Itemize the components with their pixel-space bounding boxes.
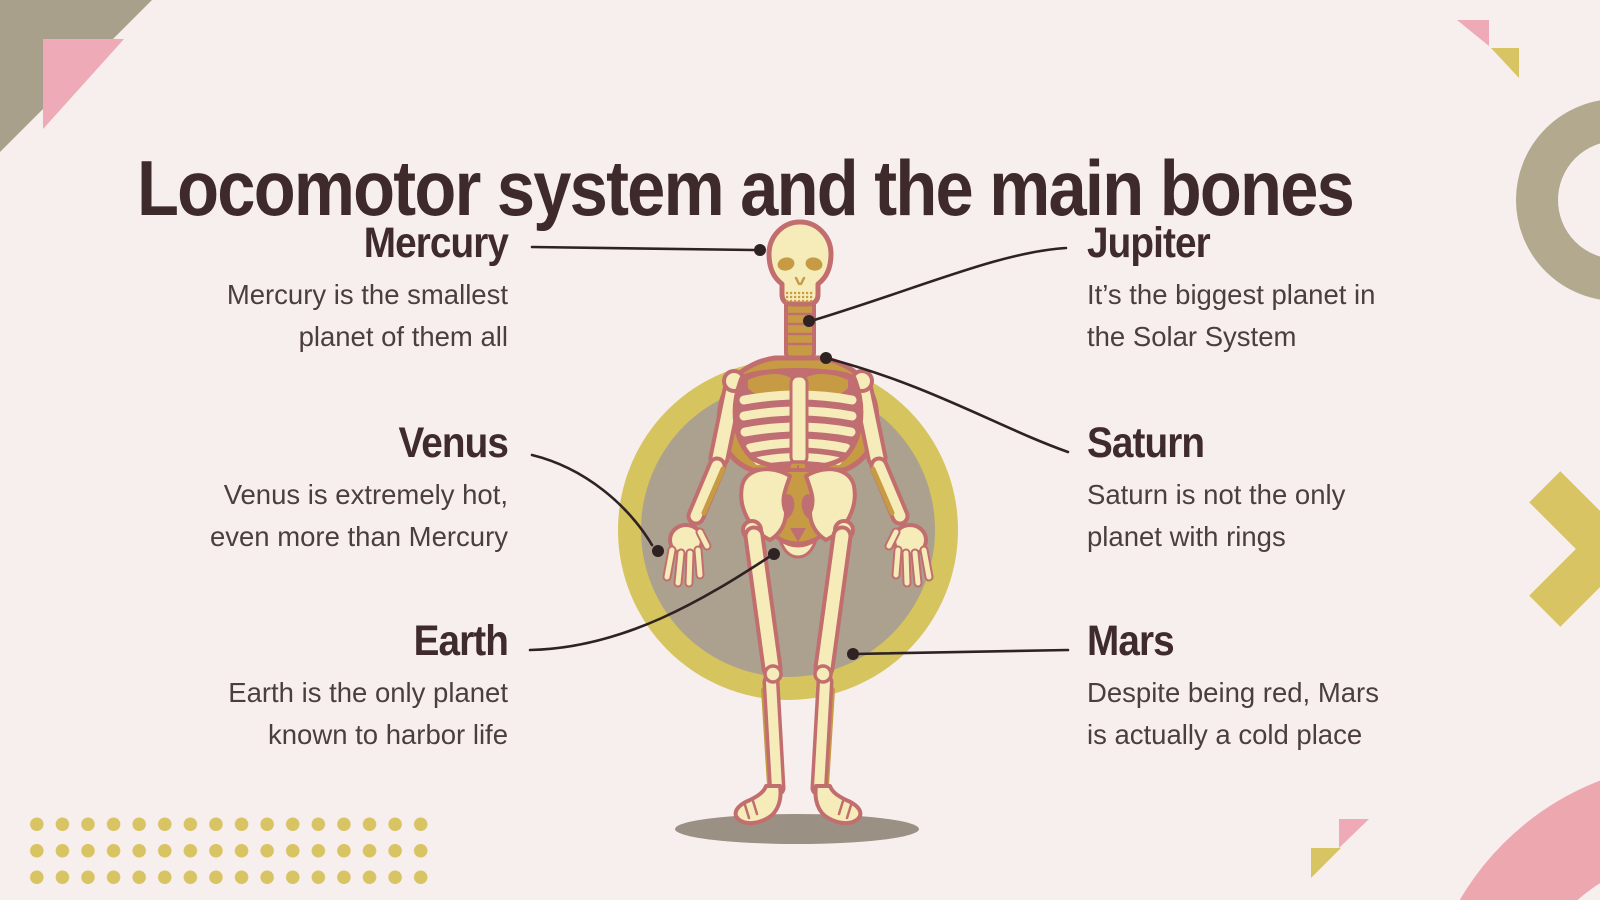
callout-saturn: Saturn Saturn is not the only planet wit… [1087,418,1467,558]
callout-line-mars [851,648,1070,656]
slide-title: Locomotor system and the main bones [136,144,1355,233]
callout-line-saturn [824,356,1070,454]
callout-saturn-description-line2: planet with rings [1087,521,1286,552]
callout-jupiter-description-line1: It’s the biggest planet in [1087,279,1376,310]
callout-earth-description-line1: Earth is the only planet [228,677,508,708]
callout-venus-description-line2: even more than Mercury [209,521,508,552]
callout-jupiter-description-line2: the Solar System [1087,321,1297,352]
callout-earth: Earth Earth is the only planet known to … [128,616,509,756]
callout-mars: Mars Despite being red, Mars is actually… [1087,616,1467,756]
skeleton-illustration [618,219,958,844]
callout-mars-heading: Mars [1087,617,1175,665]
callout-saturn-description-line1: Saturn is not the only [1087,479,1346,510]
top-left-corner-decoration [0,0,152,152]
callout-line-earth [528,555,771,652]
callout-line-mercury [530,245,756,252]
callout-mercury-description-line2: planet of them all [298,321,508,352]
callout-earth-heading: Earth [413,617,509,665]
dots-grid-decoration [24,811,433,891]
callout-line-venus [530,453,654,547]
callout-jupiter: Jupiter It’s the biggest planet in the S… [1087,218,1467,358]
callout-dot-mercury [754,244,766,256]
top-right-corner-decoration [1457,20,1600,300]
callout-venus-description-line1: Venus is extremely hot, [223,479,508,510]
callout-dot-jupiter [803,315,815,327]
callout-dot-mars [847,648,859,660]
callout-mercury-heading: Mercury [363,219,509,267]
bottom-right-corner-decoration [1311,781,1600,900]
callout-mercury: Mercury Mercury is the smallest planet o… [128,218,509,358]
callout-mars-description-line1: Despite being red, Mars [1087,677,1379,708]
ground-shadow [675,814,919,844]
callout-mars-description-line2: is actually a cold place [1087,719,1363,750]
callout-venus-heading: Venus [398,419,508,467]
callout-dot-earth [768,548,780,560]
callout-venus: Venus Venus is extremely hot, even more … [128,418,509,558]
callout-dot-venus [652,545,664,557]
callout-earth-description-line2: known to harbor life [268,719,508,750]
right-cross-decoration [1529,471,1600,627]
callout-mercury-description-line1: Mercury is the smallest [226,279,508,310]
callout-saturn-heading: Saturn [1087,419,1205,467]
callout-line-jupiter [809,246,1068,323]
callout-dot-saturn [820,352,832,364]
callout-jupiter-heading: Jupiter [1087,219,1211,267]
